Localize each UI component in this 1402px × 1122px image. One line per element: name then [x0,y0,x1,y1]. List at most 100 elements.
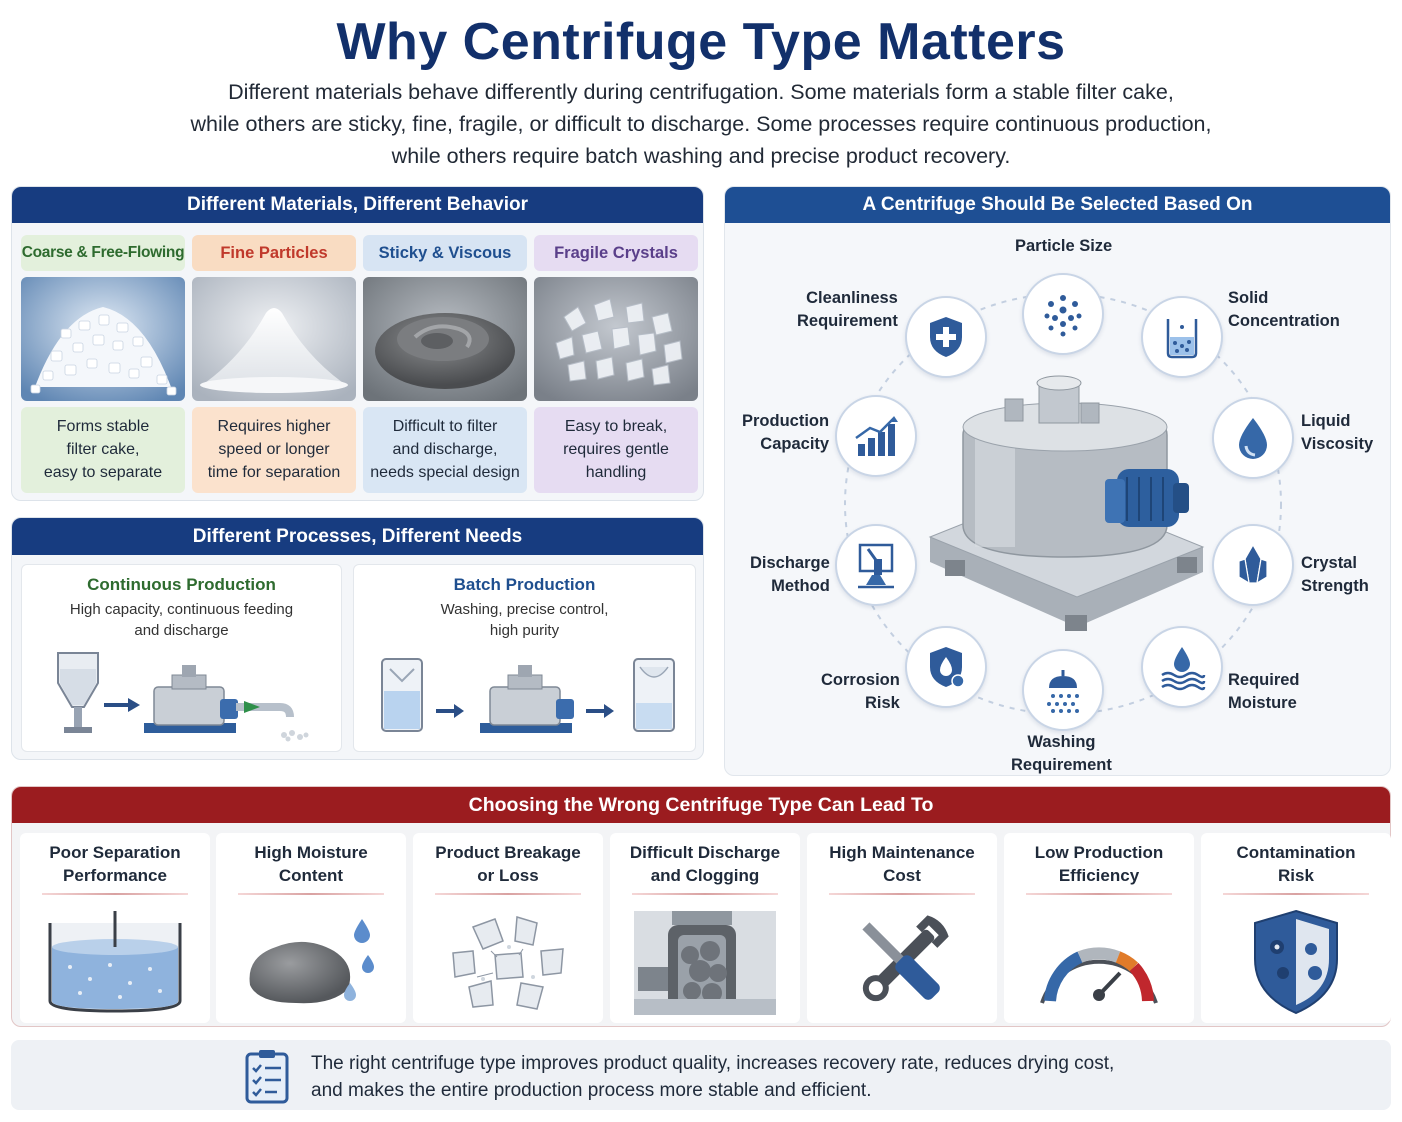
particle-size-label: Particle Size [1015,237,1113,255]
discharge-scraper-icon [858,543,894,589]
shield-plus-icon [930,317,962,357]
label-line: Solid [1228,289,1269,307]
title-line: Contamination [1236,843,1356,862]
cleanliness-requirement-label: Cleanliness Requirement [797,287,898,333]
title-line: High Moisture [254,843,368,862]
materials-heading: Different Materials, Different Behavior [12,187,703,223]
sub-line: and discharge [134,622,229,639]
corrosion-risk-label: Corrosion Risk [821,669,900,715]
title-line: Risk [1278,866,1314,885]
label-line: Washing [1027,733,1096,751]
desc-line: needs special design [370,464,520,481]
discharge-method-circle [835,524,917,606]
label-line: Viscosity [1301,435,1374,453]
intro-line-2: while others are sticky, fine, fragile, … [190,112,1212,136]
title-line: Cost [883,866,921,885]
title-line: Difficult Discharge [629,843,781,862]
divider [42,893,188,895]
material-desc-coarse: Forms stable filter cake, easy to separa… [21,407,185,493]
label-line: Discharge [750,554,830,572]
label-line: Strength [1301,577,1369,595]
liquid-viscosity-label: Liquid Viscosity [1301,410,1373,456]
label-line: Method [771,577,830,595]
material-fine: Fine Particles Requires higher speed or … [192,235,356,493]
shield-drop-icon [930,647,965,688]
cleanliness-requirement-circle [905,296,987,378]
wrong-type-heading: Choosing the Wrong Centrifuge Type Can L… [12,787,1390,823]
title-line: Performance [63,866,167,885]
material-tag-coarse: Coarse & Free-Flowing [21,235,185,271]
title-line: Low Production [1034,843,1164,862]
title-line: Poor Separation [49,843,181,862]
footer-line: and makes the entire production process … [311,1080,872,1101]
production-capacity-circle [835,395,917,477]
fragile-crystals-image [534,277,698,401]
solid-concentration-circle [1141,296,1223,378]
sub-line: Washing, precise control, [440,601,609,618]
sticky-paste-image [363,277,527,401]
beaker-icon [1166,319,1198,359]
title-line: High Maintenance [829,843,975,862]
crystal-strength-circle [1212,524,1294,606]
label-line: Corrosion [821,671,900,689]
droplet-icon [1239,418,1267,459]
material-tag-fragile: Fragile Crystals [534,235,698,271]
fine-powder-image [192,277,356,401]
divider [1026,893,1172,895]
divider [1223,893,1369,895]
batch-process-illustration [381,658,675,733]
desc-line: Forms stable [56,418,150,435]
material-tag-fine: Fine Particles [192,235,356,271]
desc-line: Easy to break, [564,418,668,435]
particle-dots-icon [1044,295,1082,337]
selection-heading: A Centrifuge Should Be Selected Based On [725,187,1390,223]
continuous-production-card: Continuous Production High capacity, con… [21,564,342,752]
title-line: Product Breakage [435,843,581,862]
label-line: Production [742,412,830,430]
desc-line: and discharge, [392,441,498,458]
label-line: Requirement [1011,756,1112,774]
title-line: or Loss [477,866,539,885]
contamination-shield-icon [1254,909,1338,1015]
desc-line: handling [585,464,647,481]
processes-panel: Different Processes, Different Needs Con… [11,517,704,760]
material-coarse: Coarse & Free-Flowing [21,235,185,493]
page-title: Why Centrifuge Type Matters [336,13,1066,71]
batch-subtitle: Washing, precise control, high purity [354,599,695,641]
label-line: Required [1228,671,1300,689]
water-waves-icon [1161,647,1206,691]
batch-title: Batch Production [453,575,596,594]
wrong-type-panel: Choosing the Wrong Centrifuge Type Can L… [11,786,1391,1027]
intro-line-3: while others require batch washing and p… [391,144,1011,168]
speed-gauge-icon [1040,947,1158,1004]
title-line: Efficiency [1058,866,1140,885]
card-title: Product Breakage or Loss [413,841,603,887]
turbid-basket-icon [48,911,182,1013]
label-line: Requirement [797,312,898,330]
solid-concentration-label: Solid Concentration [1228,287,1340,333]
processes-heading: Different Processes, Different Needs [12,518,703,555]
label-line: Moisture [1228,694,1297,712]
discharge-method-label: Discharge Method [750,552,830,598]
centrifuge-machine-illustration [928,375,1205,631]
production-capacity-label: Production Capacity [742,410,829,456]
intro-text: Different materials behave differently d… [90,76,1312,172]
particle-size-circle [1022,273,1104,355]
material-desc-sticky: Difficult to filter and discharge, needs… [363,407,527,493]
desc-line: Difficult to filter [392,418,498,435]
washing-requirement-circle [1022,649,1104,731]
desc-line: filter cake, [66,441,140,458]
corrosion-risk-circle [905,626,987,708]
liquid-viscosity-circle [1212,397,1294,479]
desc-line: Requires higher [217,418,331,435]
label-line: Risk [864,694,900,712]
material-fragile: Fragile Crystals Easy to break, requires… [534,235,698,493]
continuous-title: Continuous Production [87,575,276,594]
footer-line: The right centrifuge type improves produ… [311,1053,1115,1074]
